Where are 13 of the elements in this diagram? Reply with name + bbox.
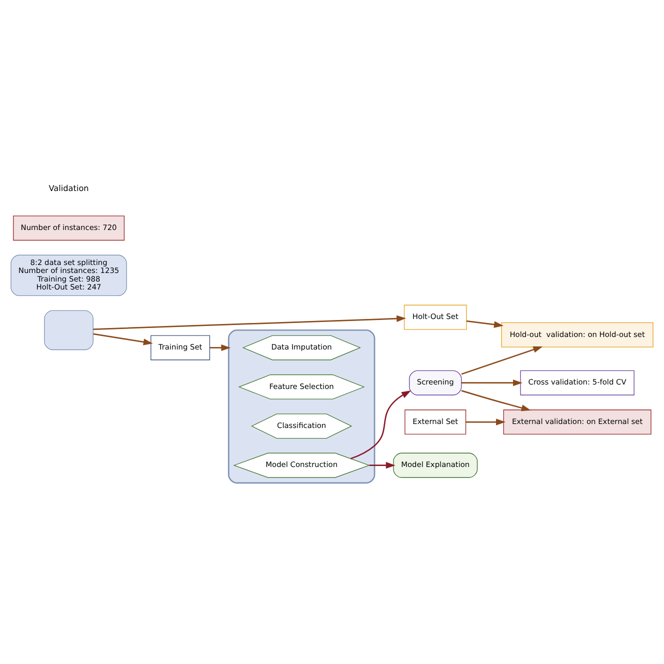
node-box — [44, 310, 94, 350]
arrow — [466, 320, 504, 328]
arrow — [369, 462, 396, 468]
arrow — [210, 344, 231, 351]
cluster — [228, 328, 376, 484]
arrow — [461, 346, 543, 374]
arrow — [466, 418, 506, 425]
arrow — [462, 379, 522, 386]
arrow — [461, 390, 531, 411]
label: Validation — [48, 182, 89, 192]
arrow — [93, 332, 153, 345]
arrow — [93, 314, 406, 330]
arrow — [350, 390, 412, 459]
